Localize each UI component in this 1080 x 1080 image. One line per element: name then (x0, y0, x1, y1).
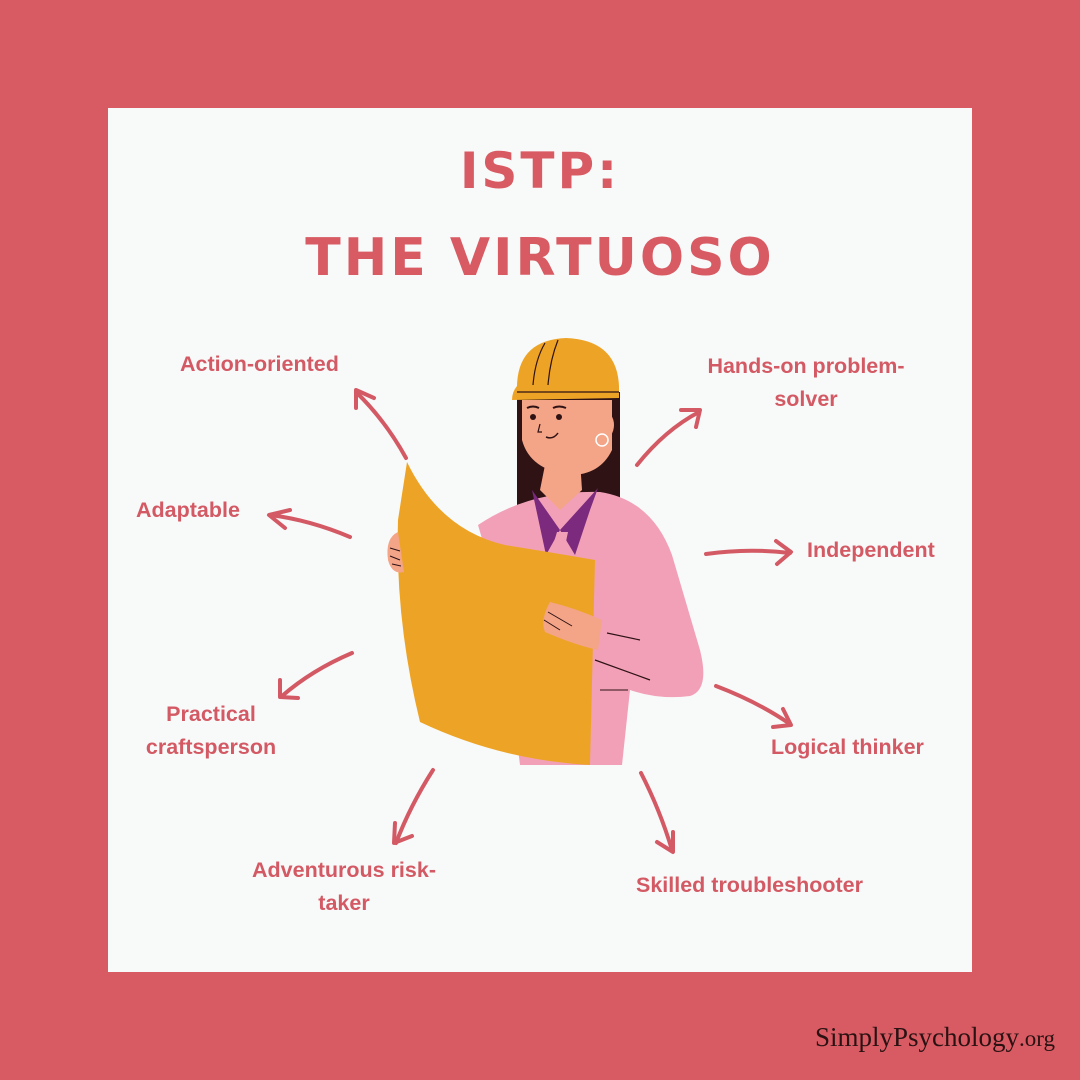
arrow-adaptable-icon (267, 508, 352, 539)
engineer-figure-icon (387, 338, 704, 765)
trait-skilled-troubleshooter: Skilled troubleshooter (636, 873, 863, 897)
trait-independent: Independent (807, 538, 935, 562)
arrow-troubleshooter-icon (639, 771, 675, 854)
arrow-adventurous-icon (392, 768, 435, 845)
trait-line: craftsperson (145, 735, 277, 759)
arrow-independent-icon (704, 539, 793, 566)
arrow-logical-icon (714, 684, 793, 729)
title-type-code: ISTP: (459, 142, 621, 200)
trait-hands-on-problem-solver: Hands-on problem- solver (690, 350, 922, 416)
arrow-icons (267, 388, 793, 854)
arrow-hands-on-icon (635, 408, 702, 467)
trait-line: Adventurous risk- (252, 858, 436, 882)
trait-practical-craftsperson: Practical craftsperson (135, 698, 287, 764)
arrow-practical-icon (278, 651, 354, 700)
trait-line: Practical (166, 702, 256, 726)
arrow-action-oriented-icon (354, 388, 408, 460)
trait-line: Hands-on problem- (707, 354, 905, 378)
title-nickname: THE VIRTUOSO (305, 228, 775, 288)
watermark-name: SimplyPsychology (815, 1022, 1020, 1052)
watermark-link[interactable]: SimplyPsychology.org (815, 1022, 1055, 1053)
trait-action-oriented: Action-oriented (180, 352, 339, 376)
trait-adventurous-risk-taker: Adventurous risk- taker (236, 854, 452, 920)
watermark-tld: .org (1019, 1026, 1056, 1051)
trait-line: taker (318, 891, 370, 915)
trait-logical-thinker: Logical thinker (771, 735, 924, 759)
trait-adaptable: Adaptable (136, 498, 240, 522)
trait-line: solver (774, 387, 838, 411)
